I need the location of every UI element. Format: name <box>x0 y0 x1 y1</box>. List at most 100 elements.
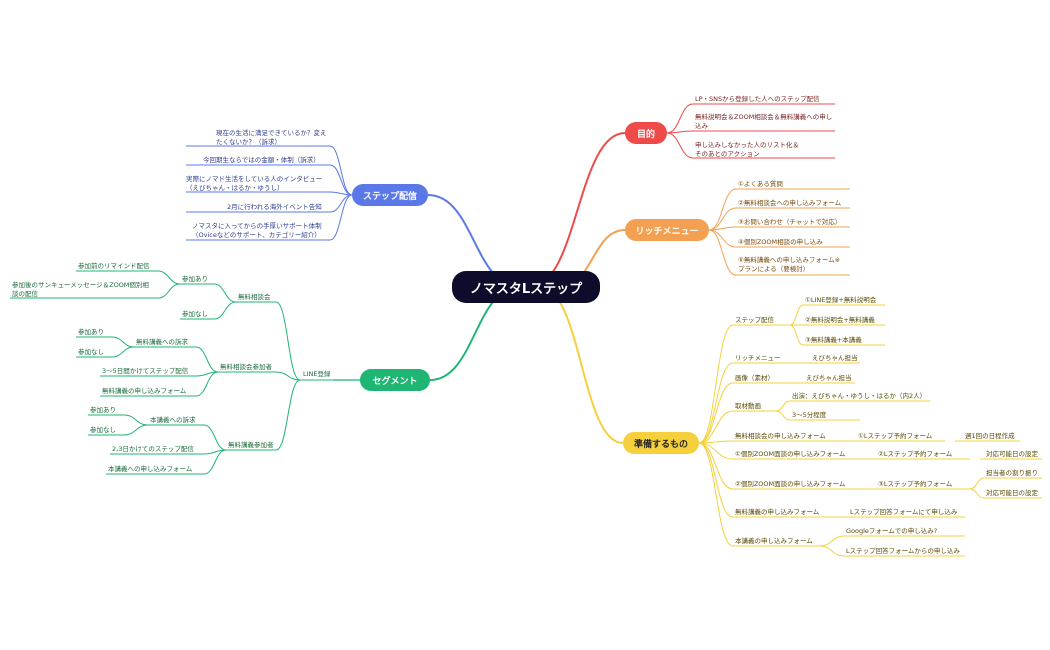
prep-rich-owner[interactable]: えびちゃん担当 <box>812 354 858 362</box>
link <box>529 132 626 288</box>
link <box>157 283 181 299</box>
link <box>789 324 804 346</box>
link <box>195 371 219 397</box>
link <box>698 410 734 444</box>
segment-line-register[interactable]: LINE登録 <box>303 370 331 378</box>
link <box>698 362 734 444</box>
rich-item[interactable]: ③お問い合わせ（チャットで対応） <box>738 218 842 226</box>
link <box>275 301 301 381</box>
segment-free-consult[interactable]: 無料相談会 <box>238 293 271 301</box>
link <box>775 400 791 412</box>
prep-step[interactable]: ステップ配信 <box>735 316 774 324</box>
link <box>698 382 734 444</box>
segment-g2-form[interactable]: 無料講義の申し込みフォーム <box>102 387 187 395</box>
step-item[interactable]: ノマスタに入ってからの手厚いサポート体制（Oviceなどのサポート、カテゴリー紹… <box>192 222 322 239</box>
branch-step-delivery[interactable]: ステップ配信 <box>352 184 428 206</box>
link <box>708 229 737 248</box>
link <box>111 346 135 358</box>
link <box>275 371 301 381</box>
link <box>708 207 737 231</box>
step-item[interactable]: 2月に行われる海外イベント告知 <box>227 203 322 211</box>
branch-purpose[interactable]: 目的 <box>625 122 667 144</box>
link <box>203 424 227 451</box>
link <box>539 286 624 444</box>
segment-g3-form[interactable]: 本講義への申し込みフォーム <box>108 465 193 473</box>
rich-item[interactable]: ④個別ZOOM相談の申し込み <box>738 238 823 246</box>
link <box>329 194 353 241</box>
branch-rich-menu[interactable]: リッチメニュー <box>625 219 709 241</box>
rich-item[interactable]: ②無料相談会への申し込みフォーム <box>738 199 842 207</box>
prep-form-main-google[interactable]: Googleフォームでの申し込み? <box>846 527 938 535</box>
purpose-item[interactable]: LP・SNSから登録した人へのステップ配信 <box>695 95 820 103</box>
rich-item[interactable]: ①よくある質問 <box>738 180 783 188</box>
prep-form-zoom2-assign[interactable]: 担当者の割り振り <box>986 469 1038 477</box>
prep-image-owner[interactable]: えびちゃん担当 <box>806 374 852 382</box>
segment-g3-step[interactable]: 2,3日かけてのステップ配信 <box>112 445 194 453</box>
link <box>195 346 219 373</box>
prep-video[interactable]: 取材動画 <box>735 402 761 410</box>
segment-g3-yes[interactable]: 参加あり <box>90 406 116 414</box>
link <box>708 229 737 276</box>
link <box>329 164 353 196</box>
prep-rich[interactable]: リッチメニュー <box>735 354 781 362</box>
link <box>213 283 237 303</box>
link <box>123 414 149 426</box>
link <box>157 270 181 285</box>
prep-form-consult-sub[interactable]: ①Lステップ予約フォーム <box>858 432 933 440</box>
link <box>698 442 734 547</box>
prep-form-free-lecture-sub[interactable]: Lステップ回答フォームにて申し込み <box>850 508 958 516</box>
segment-join-no[interactable]: 参加なし <box>182 310 208 318</box>
prep-form-consult[interactable]: 無料相談会の申し込みフォーム <box>735 432 826 440</box>
prep-step-item[interactable]: ③無料講義+本講義 <box>805 336 862 344</box>
link <box>789 304 804 326</box>
prep-form-zoom1-sub[interactable]: ②Lステップ予約フォーム <box>878 450 953 458</box>
link <box>819 535 845 547</box>
prep-form-zoom2[interactable]: ②個別ZOOM面談の申し込みフォーム <box>735 480 846 488</box>
link <box>111 336 135 348</box>
link <box>775 410 791 421</box>
branch-preparation[interactable]: 準備するもの <box>623 432 699 454</box>
link <box>213 301 237 320</box>
segment-g2-yes[interactable]: 参加あり <box>78 328 104 336</box>
prep-form-main-lecture[interactable]: 本講義の申し込みフォーム <box>735 537 813 545</box>
purpose-item[interactable]: 申し込みしなかった人のリスト化＆そのあとのアクション <box>695 141 799 158</box>
link <box>329 194 353 213</box>
branch-links <box>10 103 1042 557</box>
link <box>275 379 301 451</box>
prep-step-item[interactable]: ②無料説明会+無料講義 <box>805 316 875 324</box>
purpose-item[interactable]: 無料説明会＆ZOOM相談会＆無料講義への申し込み <box>695 113 833 130</box>
prep-form-consult-sub2[interactable]: 週1回の日程作成 <box>965 432 1015 440</box>
segment-g3-no[interactable]: 参加なし <box>90 426 116 434</box>
segment-thanks[interactable]: 参加後のサンキューメッセージ＆ZOOM個別相談の配信 <box>12 281 149 298</box>
segment-appeal-main-lecture[interactable]: 本講義への訴求 <box>150 416 196 424</box>
segment-join-yes[interactable]: 参加あり <box>182 275 208 283</box>
prep-video-cast[interactable]: 出演：えびちゃん・ゆうし・はるか（内2人） <box>792 392 927 400</box>
prep-video-length[interactable]: 3～5分程度 <box>792 411 827 419</box>
branch-segment[interactable]: セグメント <box>360 369 430 391</box>
link <box>203 449 227 475</box>
prep-image[interactable]: 画像（素材） <box>735 374 774 382</box>
prep-form-free-lecture[interactable]: 無料講義の申し込みフォーム <box>735 508 820 516</box>
prep-form-zoom2-sub[interactable]: ③Lステップ予約フォーム <box>878 480 953 488</box>
segment-appeal-free-lecture[interactable]: 無料講義への訴求 <box>136 338 188 346</box>
segment-consult-attendee[interactable]: 無料相談会参加者 <box>220 363 272 371</box>
link <box>698 442 734 518</box>
prep-form-main-lstep[interactable]: Lステップ回答フォームからの申し込み <box>846 547 960 555</box>
segment-g2-no[interactable]: 参加なし <box>78 348 104 356</box>
link <box>819 545 845 557</box>
link <box>666 132 694 159</box>
prep-form-zoom1[interactable]: ①個別ZOOM面談の申し込みフォーム <box>735 450 846 458</box>
root-node[interactable]: ノマスタLステップ <box>452 271 600 303</box>
prep-step-item[interactable]: ①LINE登録+無料説明会 <box>805 296 877 304</box>
step-item[interactable]: 現在の生活に満足できているか？変えたくないか？（訴求） <box>216 129 327 146</box>
segment-lecture-attendee[interactable]: 無料講義参加者 <box>228 441 274 449</box>
prep-form-zoom1-sub2[interactable]: 対応可能日の設定 <box>986 450 1038 458</box>
link <box>329 145 353 196</box>
step-item[interactable]: 実際にノマド生活をしている人のインタビュー（えびちゃん・はるか・ゆうし） <box>186 175 323 192</box>
step-item[interactable]: 今回期生ならではの金額・体制（訴求） <box>203 156 320 164</box>
segment-g2-step[interactable]: 3～5日間かけてステップ配信 <box>102 367 189 375</box>
rich-item[interactable]: ⑤無料講義への申し込みフォーム※プランによる（要検討） <box>738 256 841 273</box>
prep-form-zoom2-dates[interactable]: 対応可能日の設定 <box>986 489 1038 497</box>
segment-remind[interactable]: 参加前のリマインド配信 <box>78 262 150 270</box>
